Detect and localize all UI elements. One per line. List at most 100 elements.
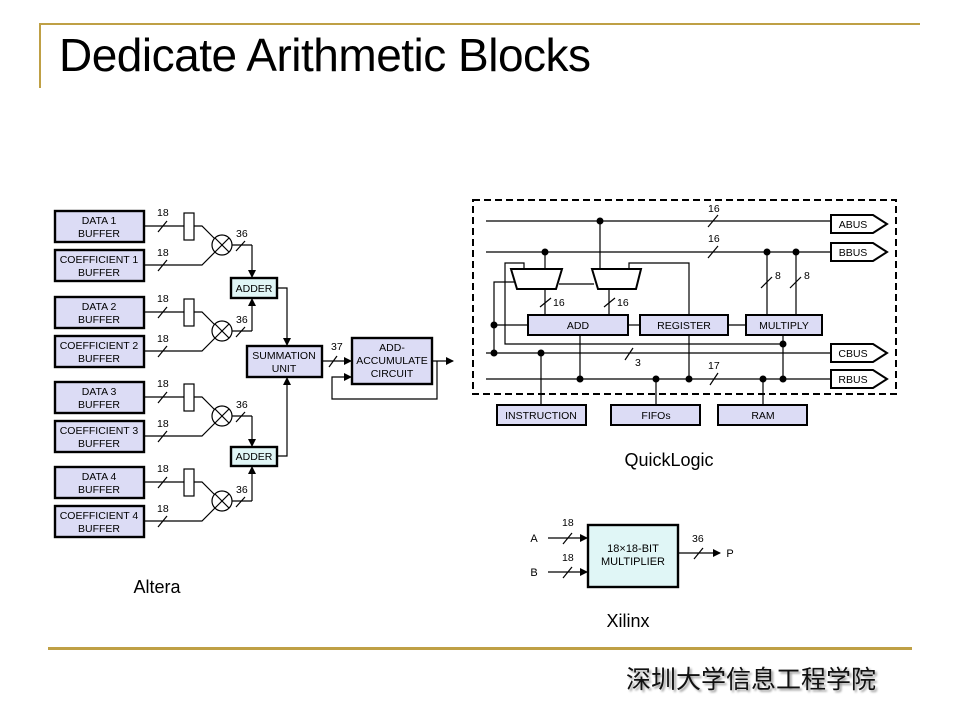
product-width-label: 36 xyxy=(236,399,248,411)
footer-institution: 深圳大学信息工程学院 xyxy=(626,665,877,694)
output-p-label: P xyxy=(726,548,733,560)
xilinx-caption: Xilinx xyxy=(606,611,649,631)
product-width-label: 36 xyxy=(236,228,248,240)
multiply-in-width-label: 8 xyxy=(775,270,781,282)
data-to-multiplier-wire xyxy=(194,481,216,496)
coefficient-width-label: 18 xyxy=(157,333,169,345)
input-a-label: A xyxy=(530,533,538,545)
cbus-label: CBUS xyxy=(838,348,867,360)
bus-width-slash xyxy=(562,532,573,545)
coefficient-width-label: 18 xyxy=(157,247,169,259)
bus-width-slash xyxy=(235,240,246,252)
bus-width-slash xyxy=(760,276,773,289)
multiplier-cross xyxy=(214,493,230,509)
bus-width-slash xyxy=(235,326,246,338)
rbus-port xyxy=(830,369,889,389)
multiply-block-label: MULTIPLY xyxy=(759,320,809,332)
junction-dot xyxy=(779,340,787,348)
data-buffer-label: DATA 3 xyxy=(82,386,117,398)
output-width-label: 36 xyxy=(692,533,704,545)
bus-width-slash xyxy=(789,276,802,289)
bus-width-slash xyxy=(157,430,168,443)
add-accumulate-label: ADD- xyxy=(379,342,405,354)
coefficient-buffer-box xyxy=(53,504,146,539)
abus-width-label: 16 xyxy=(708,203,720,215)
data-buffer-box xyxy=(53,209,146,244)
junction-dot xyxy=(576,375,584,383)
pipeline-register xyxy=(183,298,195,327)
summation-unit-label: UNIT xyxy=(272,363,297,375)
product-width-label: 36 xyxy=(236,484,248,496)
quicklogic-boundary xyxy=(472,199,897,395)
coefficient-wire xyxy=(144,422,216,437)
bus-width-slash xyxy=(157,515,168,528)
accumulator-feedback-wire xyxy=(331,361,438,400)
multiply-block xyxy=(745,314,823,336)
adder-label: ADDER xyxy=(236,283,273,295)
junction-dot xyxy=(490,321,498,329)
altera-pair-4: DATA 4 BUFFER COEFFICIENT 4 BUFFER 18 18… xyxy=(53,463,252,539)
data-buffer-box xyxy=(53,465,146,500)
coefficient-wire xyxy=(144,337,216,352)
summation-width-label: 37 xyxy=(331,341,343,353)
fifos-label: FIFOs xyxy=(641,410,670,422)
data-buffer-label: BUFFER xyxy=(78,399,120,411)
coefficient-wire xyxy=(144,507,216,522)
ram-block xyxy=(717,404,808,426)
add-accumulate-label: CIRCUIT xyxy=(371,368,414,380)
register-block-label: REGISTER xyxy=(657,320,711,332)
cbus-port xyxy=(830,343,889,363)
bbus-port xyxy=(830,242,889,262)
multiplier-label: MULTIPLIER xyxy=(601,556,665,568)
multiplier-cross xyxy=(214,408,230,424)
input-a-width-label: 18 xyxy=(562,517,574,529)
bus-width-slash xyxy=(707,245,719,259)
coefficient-buffer-label: COEFFICIENT 3 xyxy=(60,425,139,437)
abus-port xyxy=(830,214,889,234)
junction-dot xyxy=(779,375,787,383)
adder-1-to-summation-wire xyxy=(277,287,291,346)
summation-unit-label: SUMMATION xyxy=(252,350,315,362)
add-accumulate-label: ACCUMULATE xyxy=(356,355,428,367)
quicklogic-caption: QuickLogic xyxy=(624,450,713,470)
multiply-feedback-wire xyxy=(504,262,783,345)
input-b-label: B xyxy=(530,567,537,579)
bus-width-slash xyxy=(235,411,246,423)
altera-pair-1: DATA 1 BUFFER COEFFICIENT 1 BUFFER 18 18… xyxy=(53,207,252,283)
add-accumulate-box xyxy=(350,336,434,386)
abus-label: ABUS xyxy=(839,219,868,231)
instruction-block xyxy=(496,404,587,426)
bus-width-slash xyxy=(157,259,168,272)
rbus-label: RBUS xyxy=(838,374,867,386)
junction-dot xyxy=(490,349,498,357)
data-to-multiplier-wire xyxy=(194,225,216,240)
bus-width-slash xyxy=(603,297,616,308)
title-top-rule xyxy=(40,23,920,25)
bus-width-slash xyxy=(157,306,168,319)
bus-width-slash xyxy=(562,566,573,579)
junction-dot xyxy=(685,375,693,383)
coefficient-width-label: 18 xyxy=(157,503,169,515)
page-title: Dedicate Arithmetic Blocks xyxy=(59,29,591,81)
junction-dot xyxy=(652,375,660,383)
summation-unit-box xyxy=(245,344,324,379)
multiplier-cross xyxy=(214,237,230,253)
fifos-block xyxy=(610,404,701,426)
bus-width-slash xyxy=(707,214,719,228)
data-buffer-box xyxy=(53,295,146,330)
pipeline-register xyxy=(183,468,195,497)
altera-caption: Altera xyxy=(133,577,181,597)
bus-width-slash xyxy=(709,372,719,386)
junction-dot xyxy=(759,375,767,383)
bus-width-slash xyxy=(157,391,168,404)
bus-width-slash xyxy=(624,347,634,361)
coefficient-wire xyxy=(144,251,216,266)
input-b-width-label: 18 xyxy=(562,552,574,564)
data-buffer-label: BUFFER xyxy=(78,484,120,496)
altera-diagram: DATA 1 BUFFER COEFFICIENT 1 BUFFER 18 18… xyxy=(53,207,454,597)
ram-label: RAM xyxy=(751,410,774,422)
coefficient-buffer-box xyxy=(53,419,146,454)
altera-pair-2: DATA 2 BUFFER COEFFICIENT 2 BUFFER 18 18… xyxy=(53,293,252,369)
mux-2 xyxy=(590,268,643,290)
bus-width-slash xyxy=(157,476,168,489)
